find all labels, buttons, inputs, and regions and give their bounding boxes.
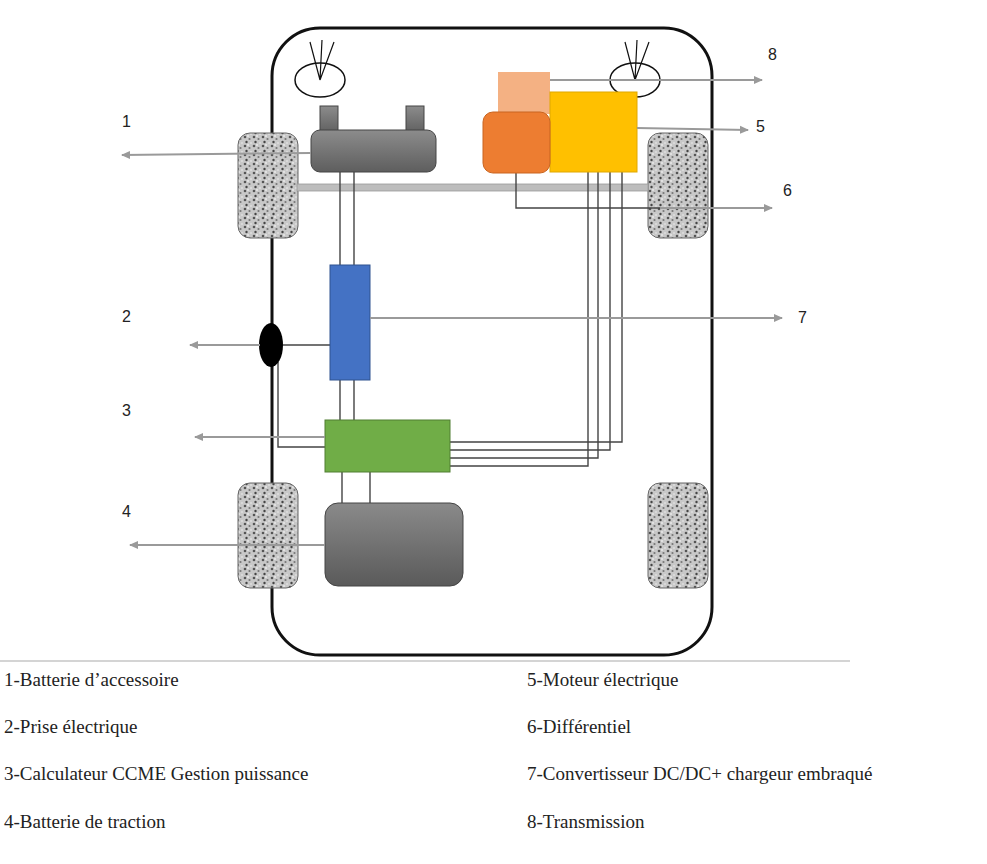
dc-dc-converter — [330, 265, 370, 380]
transmission-gear — [483, 112, 550, 173]
callout-number: 6 — [783, 182, 792, 200]
legend-text: 8-Transmission — [527, 812, 645, 833]
callout-number: 3 — [122, 402, 131, 420]
callout-number: 8 — [768, 46, 777, 64]
callout-number: 1 — [122, 113, 131, 131]
accessory-battery — [311, 130, 436, 172]
car-body — [272, 28, 712, 655]
leader-arrow — [122, 80, 782, 545]
transmission — [498, 72, 550, 114]
callout-number: 5 — [756, 118, 765, 136]
legend-text: 3-Calculateur CCME Gestion puissance — [4, 764, 308, 785]
traction-battery — [325, 503, 463, 586]
callout-number: 2 — [122, 308, 131, 326]
wire — [278, 172, 660, 503]
legend-text: 2-Prise électrique — [4, 717, 137, 738]
separator-line — [0, 660, 850, 661]
electric-motor — [550, 92, 637, 172]
callout-number: 7 — [798, 309, 807, 327]
power-control-unit — [325, 420, 450, 472]
axle — [297, 184, 648, 191]
callout-number: 4 — [122, 503, 131, 521]
light-beam — [310, 40, 649, 80]
legend-text: 1-Batterie d’accessoire — [4, 670, 179, 691]
legend-text: 6-Différentiel — [527, 717, 631, 738]
legend-text: 5-Moteur électrique — [527, 670, 678, 691]
legend-text: 4-Batterie de traction — [4, 812, 165, 833]
electric-plug — [259, 323, 283, 367]
wheel — [238, 133, 708, 588]
legend-text: 7-Convertisseur DC/DC+ chargeur embraqué — [527, 764, 872, 785]
